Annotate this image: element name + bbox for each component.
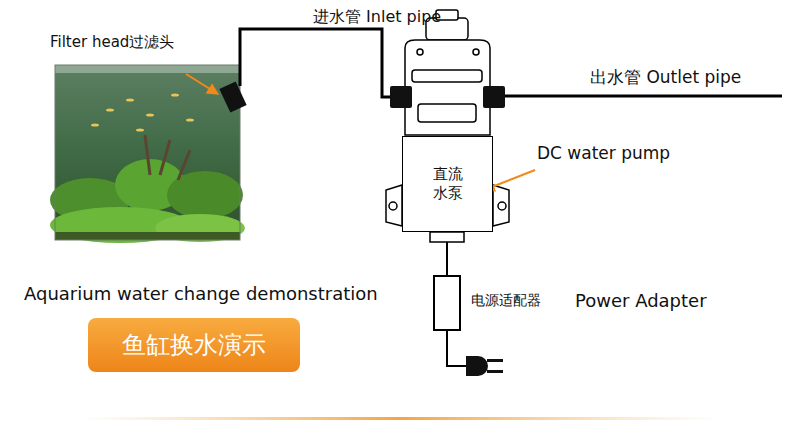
power-wire (447, 330, 466, 366)
caption-text: Aquarium water change demonstration (24, 283, 378, 305)
part-label: 电源适配器 (471, 292, 541, 309)
pump-head (405, 10, 490, 135)
divider (80, 417, 720, 420)
node-text: 鱼缸换水演示 (122, 330, 266, 360)
inlet-fitting (390, 86, 412, 108)
part-label: Filter head过滤头 (50, 33, 174, 51)
node-text: 直流 水泵 (430, 165, 465, 203)
leader-arrow (186, 74, 218, 94)
part-label: DC water pump (537, 143, 670, 163)
aquarium (50, 65, 245, 243)
title-button: 鱼缸换水演示 (88, 318, 300, 372)
filter-head (219, 81, 246, 112)
outlet-fitting (483, 86, 505, 108)
inlet-pipe (240, 29, 392, 97)
power-adapter (434, 276, 460, 330)
part-label: 进水管 Inlet pipe (313, 7, 441, 26)
outlet-pipe (505, 95, 782, 98)
power-wire (446, 242, 448, 276)
part-label: 出水管 Outlet pipe (590, 67, 741, 87)
part-label: Power Adapter (575, 290, 707, 312)
plug (466, 356, 503, 376)
pump-body: 直流 水泵 (402, 136, 493, 232)
